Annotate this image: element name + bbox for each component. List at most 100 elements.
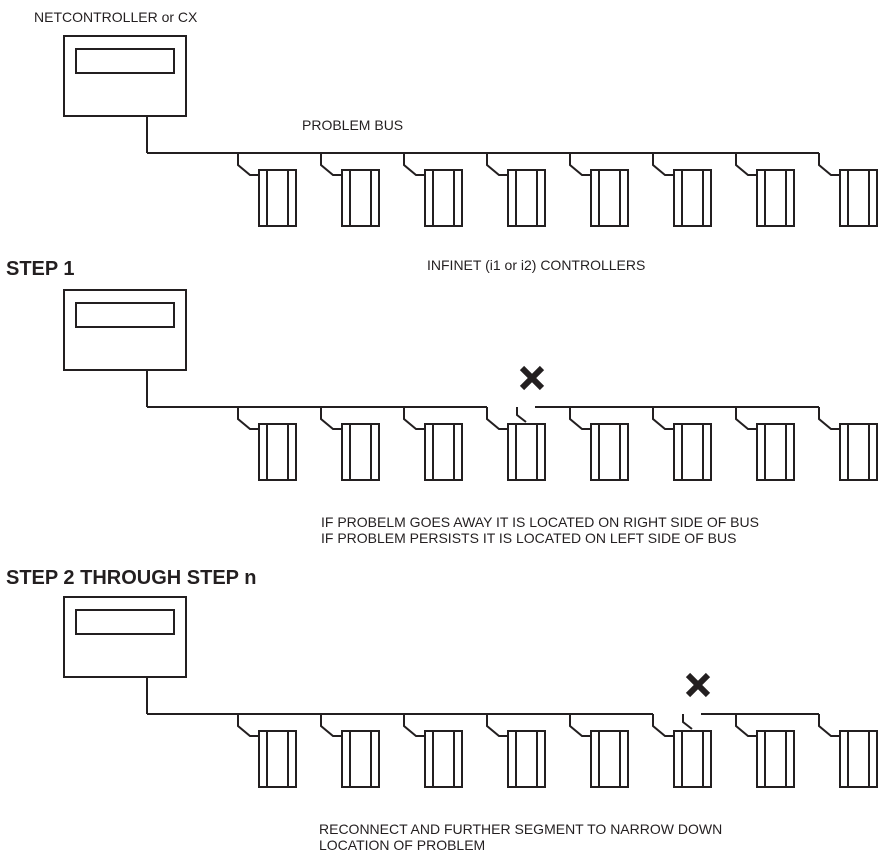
controller-housing [341, 169, 380, 227]
controller-housing [424, 169, 463, 227]
controller-drop [735, 153, 763, 176]
netcontroller-display [75, 609, 175, 635]
infinet-controller [486, 407, 546, 481]
netcontroller-display [75, 48, 175, 74]
controller-drop [403, 714, 431, 737]
infinet-controller [569, 153, 629, 227]
controller-drop [486, 153, 514, 176]
controller-panel-lines [598, 170, 621, 226]
controller-panel-lines [681, 424, 704, 480]
netcontroller-display [75, 302, 175, 328]
infinet-controller [403, 153, 463, 227]
infinet-controller [735, 153, 795, 227]
infinet-controllers-label: INFINET (i1 or i2) CONTROLLERS [427, 257, 645, 273]
controller-housing [839, 423, 878, 481]
controller-panel-lines [266, 424, 289, 480]
controller-housing [424, 730, 463, 788]
controller-housing [756, 423, 795, 481]
controller-drop [735, 714, 763, 737]
controller-panel-lines [598, 731, 621, 787]
controller-drop [403, 407, 431, 430]
controller-panel-lines [349, 424, 372, 480]
infinet-controller [569, 714, 629, 788]
controller-panel-lines [432, 170, 455, 226]
controller-drop [818, 407, 846, 430]
controller-housing [507, 423, 546, 481]
controller-housing [673, 169, 712, 227]
controller-housing [507, 730, 546, 788]
infinet-controller [320, 407, 380, 481]
step-1-heading: STEP 1 [6, 258, 75, 280]
controller-panel-lines [432, 424, 455, 480]
controller-panel-lines [515, 731, 538, 787]
controller-housing [341, 730, 380, 788]
infinet-controller [818, 714, 878, 788]
controller-panel-lines [847, 424, 870, 480]
controller-housing [673, 423, 712, 481]
controller-panel-lines [349, 170, 372, 226]
controller-panel-lines [681, 170, 704, 226]
controller-drop [320, 407, 348, 430]
netcontroller-label: NETCONTROLLER or CX [34, 9, 198, 25]
controller-drop [237, 153, 265, 176]
controller-panel-lines [764, 170, 787, 226]
infinet-controller [486, 153, 546, 227]
controller-drop [320, 153, 348, 176]
infinet-controller [652, 714, 712, 788]
controller-panel-lines [432, 731, 455, 787]
controller-housing [756, 730, 795, 788]
controller-panel-lines [515, 170, 538, 226]
infinet-controller [237, 407, 297, 481]
controller-drop [652, 153, 680, 176]
controller-housing [590, 169, 629, 227]
controller-housing [507, 169, 546, 227]
controller-drop [652, 714, 693, 737]
problem-bus-label: PROBLEM BUS [302, 117, 403, 133]
controller-drop [237, 714, 265, 737]
controller-housing [756, 169, 795, 227]
infinet-controller [237, 153, 297, 227]
infinet-controller [569, 407, 629, 481]
infinet-controller [486, 714, 546, 788]
controller-panel-lines [515, 424, 538, 480]
problem-bus [63, 35, 878, 227]
controller-panel-lines [847, 731, 870, 787]
bus-rows [63, 35, 878, 788]
controller-drop [403, 153, 431, 176]
disconnect-x-marker [685, 672, 711, 698]
step-1-note-line-2: IF PROBLEM PERSISTS IT IS LOCATED ON LEF… [321, 530, 736, 546]
infinet-controller [237, 714, 297, 788]
step-1-note-line-1: IF PROBELM GOES AWAY IT IS LOCATED ON RI… [321, 514, 759, 530]
controller-drop [818, 153, 846, 176]
controller-housing [590, 730, 629, 788]
controller-panel-lines [764, 424, 787, 480]
infinet-controller [818, 153, 878, 227]
controller-drop [735, 407, 763, 430]
step-2-bus [63, 596, 878, 788]
controller-panel-lines [681, 731, 704, 787]
controller-housing [590, 423, 629, 481]
controller-drop [486, 714, 514, 737]
infinet-controller [320, 714, 380, 788]
controller-drop [486, 407, 527, 430]
infinet-controller [403, 407, 463, 481]
controller-panel-lines [598, 424, 621, 480]
step-2-heading: STEP 2 THROUGH STEP n [6, 567, 256, 589]
infinet-controller [818, 407, 878, 481]
controller-panel-lines [349, 731, 372, 787]
controller-drop [569, 714, 597, 737]
step-2-note-line-1: RECONNECT AND FURTHER SEGMENT TO NARROW … [319, 821, 722, 837]
controller-drop [569, 407, 597, 430]
controller-panel-lines [764, 731, 787, 787]
disconnect-x-marker [519, 365, 545, 391]
controller-housing [424, 423, 463, 481]
controller-drop [652, 407, 680, 430]
infinet-controller [735, 714, 795, 788]
infinet-controller [735, 407, 795, 481]
infinet-controller [403, 714, 463, 788]
controller-housing [258, 423, 297, 481]
controller-housing [258, 169, 297, 227]
controller-housing [258, 730, 297, 788]
controller-panel-lines [266, 731, 289, 787]
